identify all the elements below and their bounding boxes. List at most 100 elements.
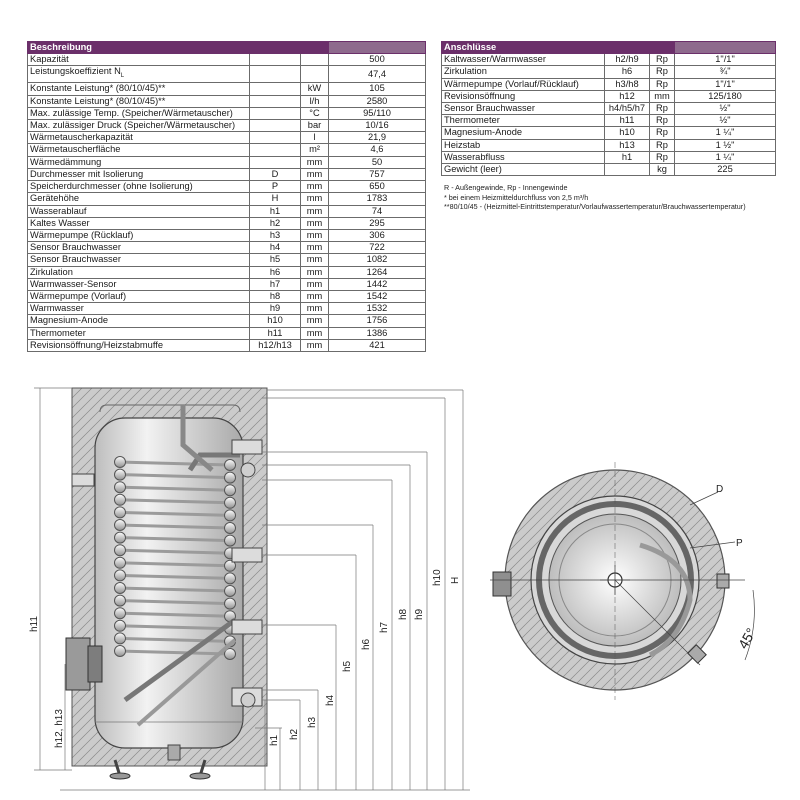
cell-value: 1 ¼" (674, 150, 776, 165)
cell-text: Rp (656, 127, 668, 138)
cell-text: D (271, 168, 279, 179)
cell-text: Thermometer (444, 115, 500, 126)
cell-value: 295 (328, 216, 427, 230)
table-row: Max. zulässiger Druck (Speicher/Wärmetau… (27, 119, 427, 133)
cell-unit: mm (299, 228, 330, 243)
cell-value: 95/110 (328, 106, 427, 121)
cell-text: 225 (717, 164, 733, 175)
cell-text: mm (306, 156, 323, 167)
cell-unit: mm (299, 241, 330, 255)
cell-unit: mm (299, 180, 330, 194)
label-D: D (716, 484, 723, 495)
cell-unit: Rp (649, 65, 675, 79)
cell-value: 1542 (328, 289, 427, 304)
coil-turn (114, 607, 236, 623)
coil-turn (114, 645, 236, 660)
cell-text: 421 (369, 339, 385, 350)
cell-text: Rp (656, 139, 668, 150)
cell-value: 421 (328, 338, 427, 352)
cell-text: 50 (371, 156, 383, 167)
cell-text: 1542 (366, 290, 388, 301)
coil-turn (114, 519, 236, 534)
cell-text: h9 (269, 303, 281, 314)
cell-label: Kaltwasser/Warmwasser (441, 53, 605, 67)
cell-text: mm (306, 168, 323, 179)
cell-text: l (313, 132, 316, 143)
cell-value: 1386 (328, 326, 427, 340)
top-view: D P 45° (490, 462, 759, 700)
cell-text: 1"/1" (715, 54, 735, 65)
table-header-row: Beschreibung (26, 40, 427, 55)
table-header-band (674, 40, 776, 55)
cell-sym: h4/h5/h7 (604, 102, 650, 116)
cell-text: Rp (656, 151, 668, 162)
cell-text: Wärmetauscherkapazität (30, 132, 133, 143)
cell-text: Magnesium-Anode (30, 315, 109, 326)
cell-text: 2580 (366, 95, 388, 106)
cell-text: 1 ¼" (715, 151, 735, 162)
cell-text: Sensor Brauchwasser (30, 254, 121, 265)
cell-text: mm (654, 90, 670, 101)
cell-text: H (271, 193, 279, 204)
footnotes: R - Außengewinde, Rp - Innengewinde * be… (444, 183, 746, 212)
label-h8: h8 (398, 608, 409, 620)
cell-text: h7 (269, 278, 281, 289)
cell-text: mm (306, 217, 323, 228)
label-h5: h5 (342, 660, 353, 672)
cell-text: Sensor Brauchwasser (444, 103, 535, 114)
cell-text: 10/16 (365, 120, 389, 131)
cell-sym: h11 (249, 326, 301, 340)
label-h11: h11 (29, 616, 40, 632)
cell-text: 1 ¼" (715, 127, 735, 138)
side-view (65, 387, 268, 780)
cell-value: 105 (328, 82, 427, 96)
cell-text: 295 (369, 217, 385, 228)
label-h2: h2 (289, 728, 300, 740)
cell-text: h3 (269, 229, 281, 240)
cell-value: 225 (674, 163, 776, 177)
cell-value: 21,9 (328, 131, 427, 145)
cell-text: h6 (621, 66, 633, 77)
table-row: Wärmedämmung mm 50 (27, 155, 427, 169)
cell-unit: Rp (649, 138, 675, 152)
cell-text: Speicherdurchmesser (ohne Isolierung) (30, 181, 193, 192)
cell-value: 10/16 (328, 119, 427, 133)
cell-text: Warmwasser-Sensor (30, 278, 117, 289)
cell-sym: h1 (249, 204, 301, 218)
dimension-lines (34, 387, 470, 791)
cell-label: Gerätehöhe (27, 192, 250, 206)
cell-sym: h12 (604, 89, 650, 104)
cell-sym: h11 (604, 114, 650, 128)
cell-text: 650 (369, 181, 385, 192)
cell-text: Wärmedämmung (30, 156, 102, 167)
cell-text: mm (306, 327, 323, 338)
cell-text: Gewicht (leer) (444, 164, 502, 175)
cell-text: °C (309, 107, 320, 118)
cell-text: Sensor Brauchwasser (30, 242, 121, 253)
cell-value: 1 ½" (674, 138, 776, 152)
cell-text: Zirkulation (444, 66, 487, 77)
subscript: L (120, 73, 125, 80)
footnote-line: * bei einem Heizmitteldurchfluss von 2,5… (444, 192, 589, 202)
cell-text: mm (306, 339, 323, 350)
coil-turn (114, 456, 236, 471)
cell-value: 1082 (328, 253, 427, 267)
cell-label: Konstante Leistung* (80/10/45)** (27, 94, 250, 108)
cell-text: Heizstab (444, 139, 481, 150)
cell-sym: h7 (249, 277, 301, 291)
cell-text: ½" (719, 103, 731, 114)
coil-turn (114, 569, 236, 585)
cell-text: mm (306, 181, 323, 192)
cell-value: 1783 (328, 192, 427, 206)
label-H: H (450, 577, 461, 584)
cell-text: 125/180 (708, 90, 742, 101)
